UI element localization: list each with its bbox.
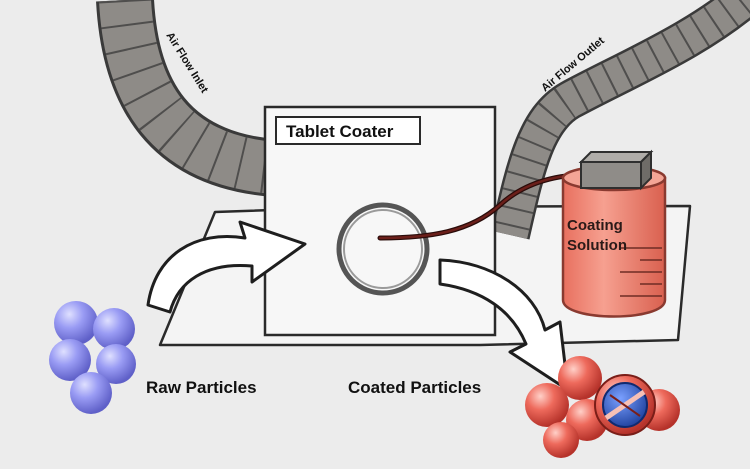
input-arrow (146, 220, 307, 314)
raw-particle (49, 339, 91, 381)
raw-particle (70, 372, 112, 414)
tablet-coater-title-box (275, 116, 421, 145)
coating-solution-label-line1: Coating (567, 217, 623, 234)
air-inlet-hose (96, 0, 278, 197)
coating-solution-label-line2: Solution (567, 237, 627, 254)
coated-particles-label: Coated Particles (348, 378, 481, 397)
coated-particles-cluster (525, 356, 680, 458)
cutaway-coated-particle (594, 374, 656, 436)
raw-particle (93, 308, 135, 350)
raw-particle (54, 301, 98, 345)
raw-particles-label: Raw Particles (146, 378, 257, 397)
raw-particle (96, 344, 136, 384)
coated-particle (558, 356, 602, 400)
coated-particle (543, 422, 579, 458)
air-outlet-hose (490, 0, 750, 240)
output-arrow (438, 258, 570, 392)
raw-particles-cluster (49, 301, 136, 414)
tank-measure-marks (620, 247, 662, 297)
coating-drum (336, 202, 430, 296)
coating-drum-inner-ring (343, 209, 423, 289)
tablet-coater-title: Tablet Coater (286, 122, 394, 141)
coated-particle (525, 383, 569, 427)
pump-box (578, 149, 654, 191)
